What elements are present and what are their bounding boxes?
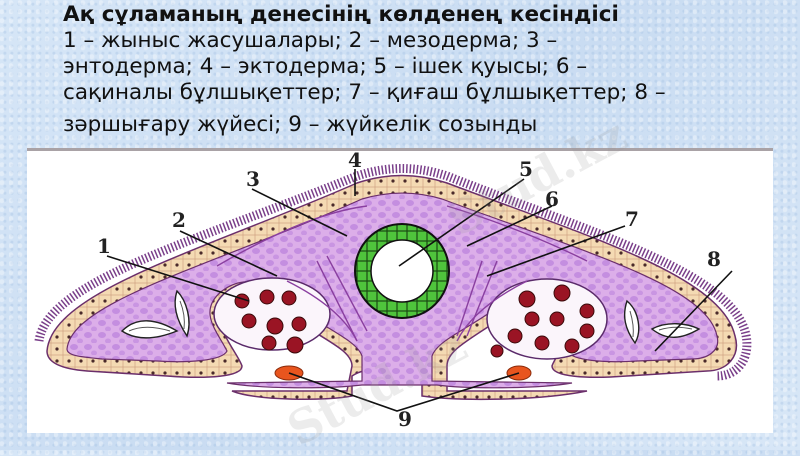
slide-title: Ақ сұламаның денесінің көлденең кесіндіс… bbox=[63, 2, 619, 27]
excretory-organs bbox=[120, 289, 701, 345]
label-3: 3 bbox=[246, 167, 260, 191]
label-9: 9 bbox=[398, 407, 412, 431]
label-5: 5 bbox=[519, 157, 533, 181]
label-8: 8 bbox=[707, 247, 721, 271]
muscle-fibers bbox=[216, 205, 588, 342]
planarian-cross-section-diagram bbox=[34, 164, 752, 412]
caption-line-3: сақиналы бұлшықеттер; 7 – қиғаш бұлшықет… bbox=[63, 80, 666, 105]
caption-line-4: зәршығару жүйесі; 9 – жүйкелік созынды bbox=[63, 112, 538, 137]
label-2: 2 bbox=[172, 208, 186, 232]
label-4: 4 bbox=[348, 148, 362, 172]
caption-line-1: 1 – жыныс жасушалары; 2 – мезодерма; 3 – bbox=[63, 28, 558, 53]
gut-cavity bbox=[370, 239, 434, 303]
germ-cells bbox=[234, 284, 595, 358]
pointer-lines bbox=[106, 169, 733, 412]
caption-line-2: энтодерма; 4 – эктодерма; 5 – ішек қуысы… bbox=[63, 54, 588, 79]
slide-caption: Ақ сұламаның денесінің көлденең кесіндіс… bbox=[63, 2, 783, 138]
label-1: 1 bbox=[97, 234, 111, 258]
diagram-panel: 1 2 3 4 5 6 7 8 9 bbox=[27, 148, 773, 433]
label-6: 6 bbox=[545, 187, 559, 211]
label-7: 7 bbox=[625, 207, 639, 231]
